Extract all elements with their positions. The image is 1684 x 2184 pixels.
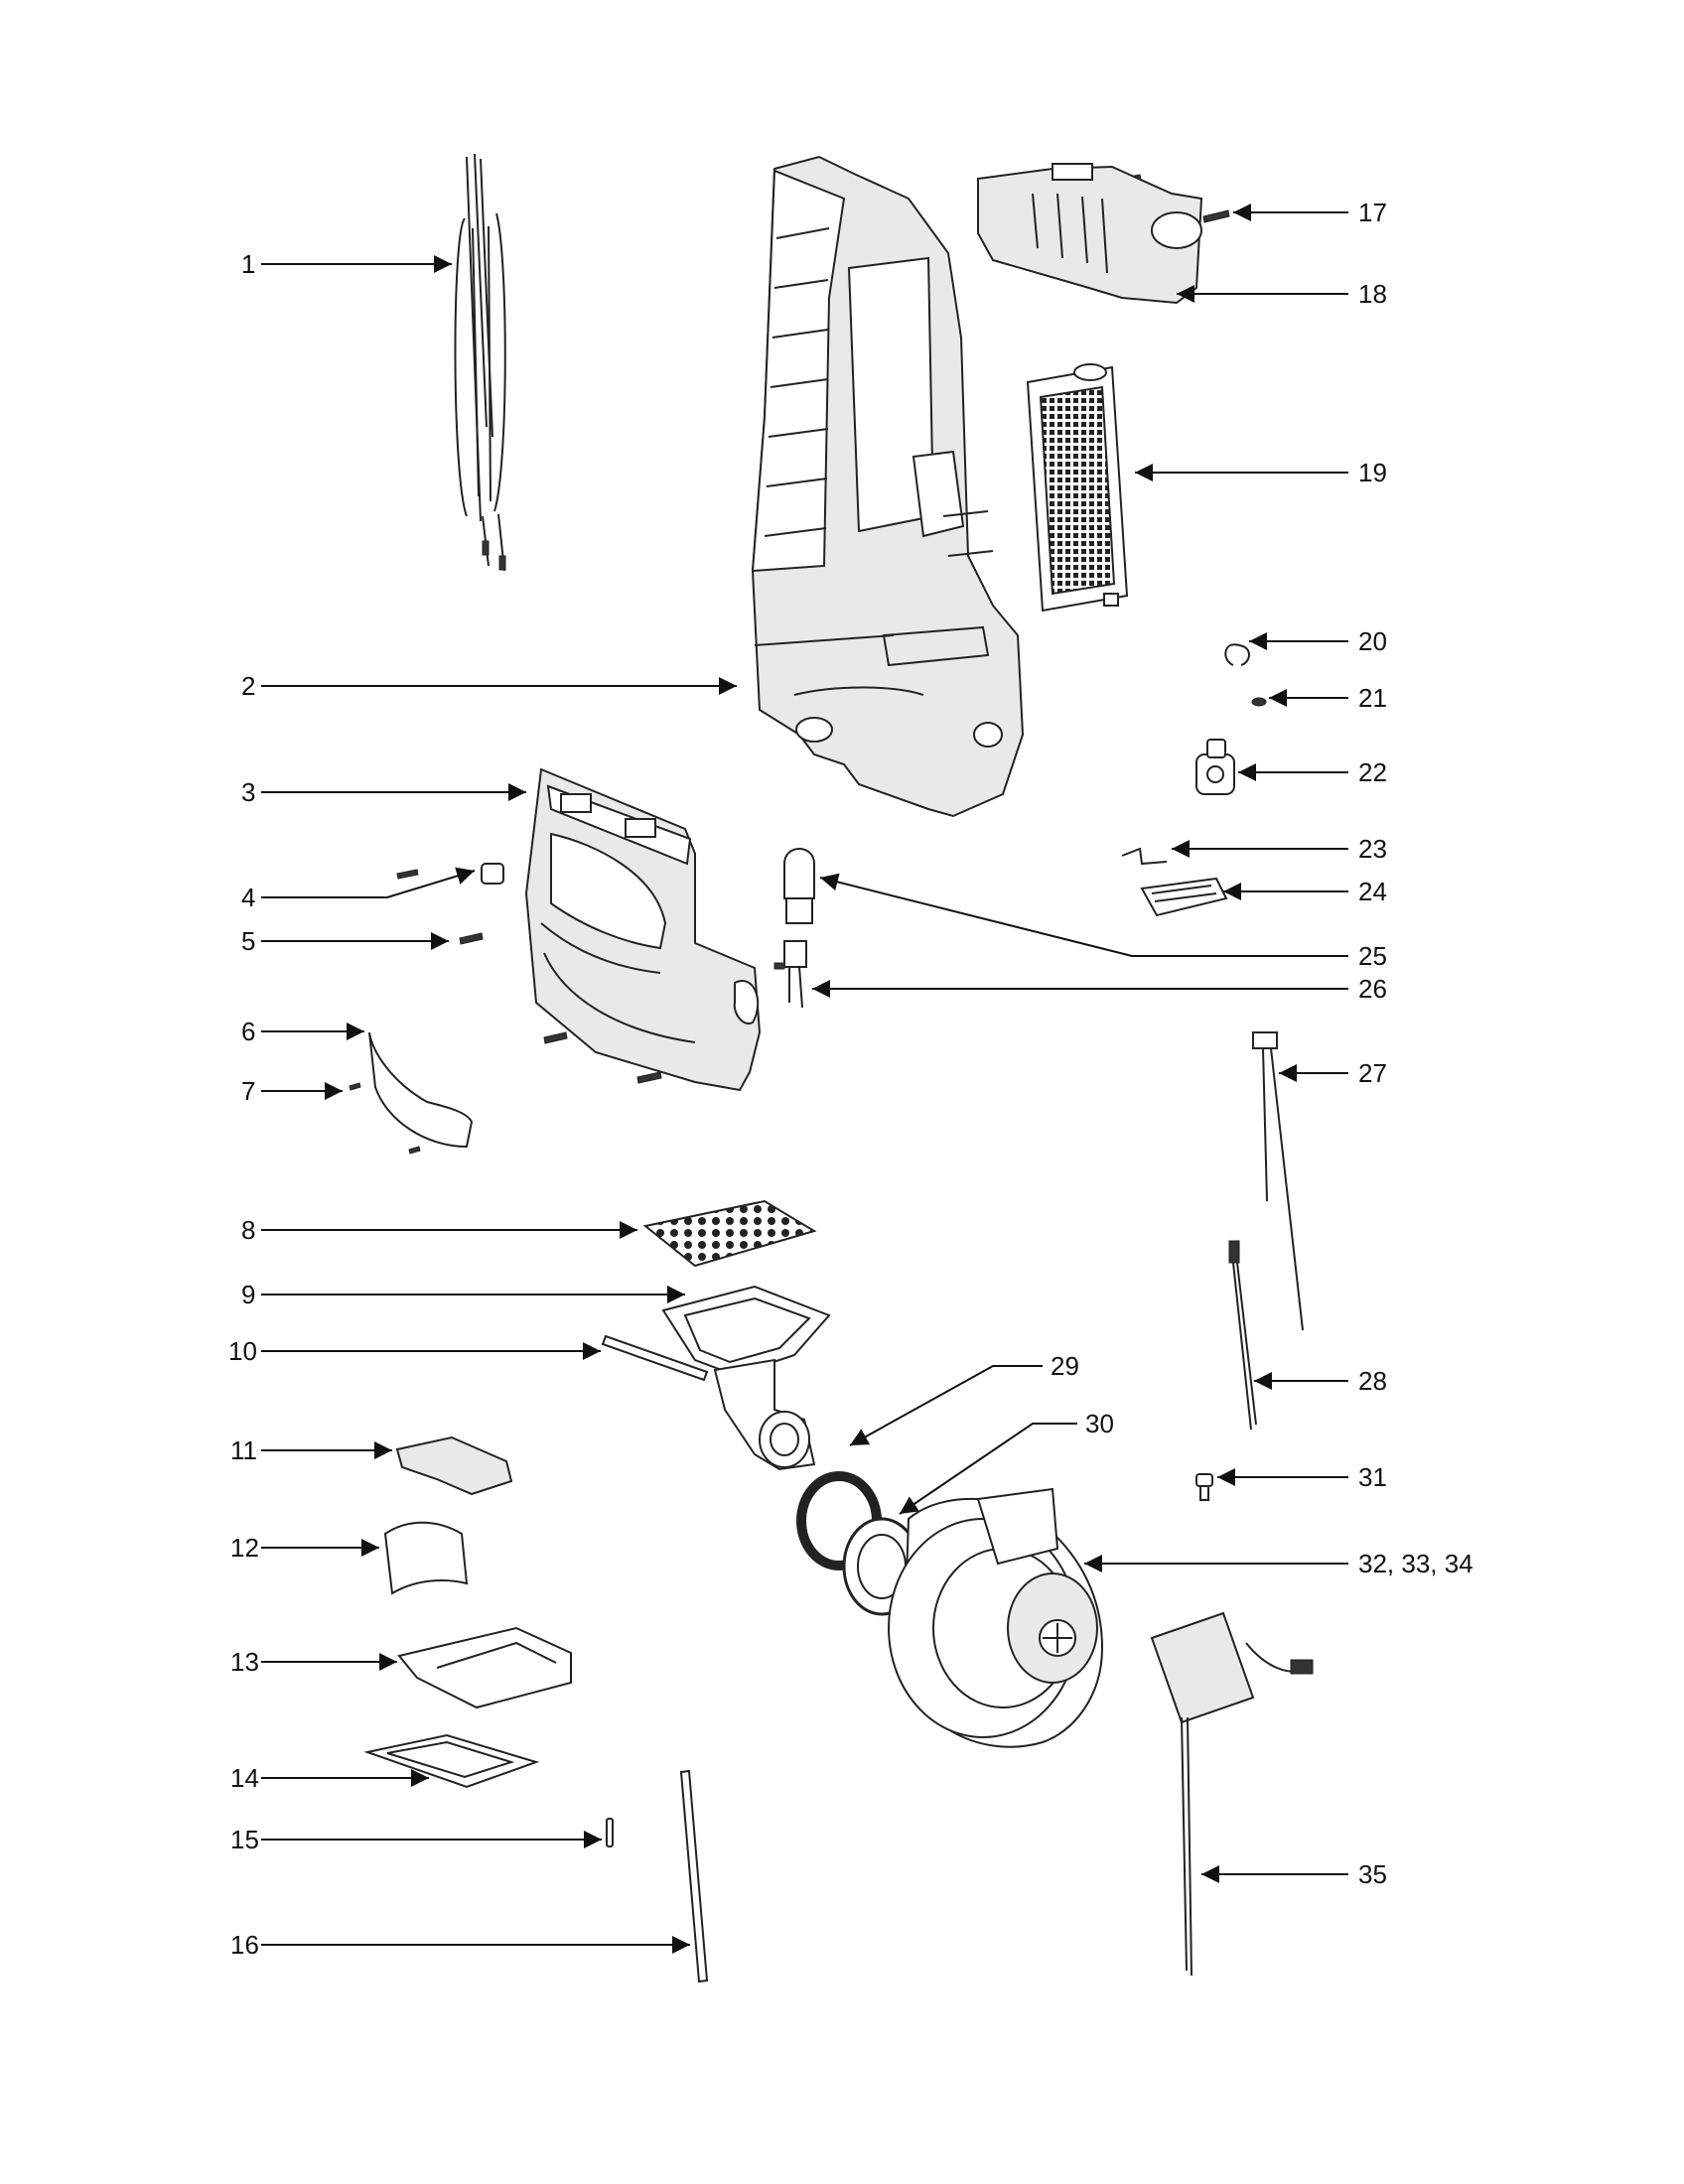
part-24-switch-plate [1140,877,1228,917]
part-13-tray [397,1626,572,1709]
part-2-handle-housing [751,155,1025,818]
part-22-switch [1195,739,1235,795]
callout-19: 19 [1358,458,1387,487]
callout-7: 7 [241,1076,255,1106]
callout-8: 8 [241,1215,255,1245]
callout-16: 16 [230,1930,259,1960]
callout-3: 3 [241,777,255,807]
callout-24: 24 [1358,877,1387,906]
part-27-wire [1252,1031,1304,1331]
part-32-33-34-motor [888,1487,1104,1748]
part-35-board [1150,1611,1314,1977]
callout-4: 4 [241,883,255,912]
part-18-handle-grip [977,163,1203,305]
callout-22: 22 [1358,757,1387,787]
part-6-trim [368,1031,474,1149]
part-1-cord [454,153,506,572]
callout-29: 29 [1051,1351,1079,1381]
callout-2: 2 [241,671,255,701]
part-12-foam [383,1521,469,1595]
part-14-gasket [363,1733,540,1789]
callout-25: 25 [1358,941,1387,971]
callout-1: 1 [241,249,255,279]
callout-14: 14 [230,1763,259,1793]
part-23-wire [1121,847,1168,866]
callout-17: 17 [1358,198,1387,227]
leader-lines [261,204,1348,1954]
part-26-socket [773,940,807,1009]
callouts: 1 2 3 4 5 6 7 8 9 10 11 12 13 14 15 16 1… [228,198,1474,1960]
leader-30 [899,1423,1077,1515]
part-16-rod [679,1769,709,1983]
callout-11: 11 [230,1435,257,1465]
callout-15: 15 [230,1825,259,1854]
part-21-washer [1251,697,1267,707]
callout-12: 12 [230,1533,259,1563]
leader-29 [849,1365,1043,1446]
part-19-filter [1026,363,1129,613]
callout-26: 26 [1358,974,1387,1004]
part-7-screws [349,1082,421,1155]
leader-4 [261,867,476,898]
callout-9: 9 [241,1280,255,1309]
part-9-duct [661,1285,831,1471]
leader-25 [819,873,1348,957]
part-28-wire [1228,1240,1257,1431]
callout-10: 10 [228,1336,257,1366]
callout-28: 28 [1358,1366,1387,1396]
callout-20: 20 [1358,626,1387,656]
part-25-bulb [783,848,815,924]
part-5-screws [459,932,662,1084]
part-31-fastener [1195,1473,1213,1501]
callout-13: 13 [230,1647,259,1677]
part-3-side-cover [524,767,762,1092]
callout-5: 5 [241,926,255,956]
part-20-clip [1224,643,1250,666]
part-10-strip [601,1334,709,1382]
callout-6: 6 [241,1017,255,1046]
callout-32-33-34: 32, 33, 34 [1358,1549,1474,1578]
callout-18: 18 [1358,279,1387,309]
callout-21: 21 [1358,683,1387,713]
part-8-grille [642,1199,817,1268]
callout-35: 35 [1358,1859,1387,1889]
callout-23: 23 [1358,834,1387,864]
part-11-piece [395,1435,513,1496]
callout-31: 31 [1358,1462,1387,1492]
part-4-plug [396,863,504,885]
callout-27: 27 [1358,1058,1387,1088]
part-15-pin [606,1818,614,1847]
callout-30: 30 [1085,1409,1114,1438]
